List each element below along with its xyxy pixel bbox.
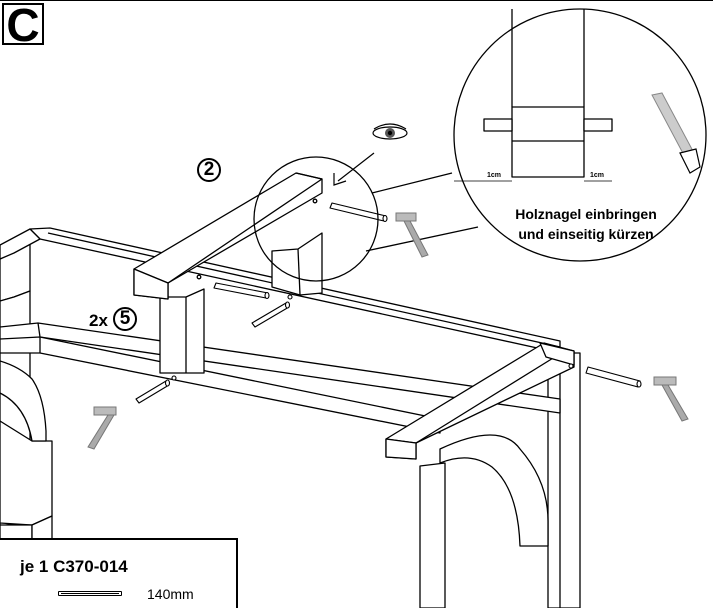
dowel-mid xyxy=(213,282,270,300)
back-right-post xyxy=(547,352,581,608)
hammer-icon xyxy=(395,212,429,258)
saw-icon xyxy=(651,92,701,174)
detail-offset-right: 1cm xyxy=(590,172,605,179)
part-callout-5: 5 xyxy=(113,307,137,331)
front-right-post-lower xyxy=(419,462,446,608)
view-arrow xyxy=(333,152,375,186)
joint-zoom-circle xyxy=(253,156,379,282)
detail-post xyxy=(483,9,613,178)
dowel-group xyxy=(135,202,642,404)
right-arch-bracket xyxy=(439,434,549,547)
part-callout-2: 2 xyxy=(197,158,221,182)
parts-list-box: je 1 C370-014 140mm xyxy=(0,538,238,608)
hammer-icon xyxy=(653,376,689,422)
upright-post-rear xyxy=(271,232,323,296)
dowel-lower xyxy=(135,375,177,404)
parts-list-title: je 1 C370-014 xyxy=(20,557,128,576)
front-left-arch-bracket xyxy=(0,360,47,442)
left-front-beam xyxy=(0,228,41,260)
dowel-right xyxy=(568,363,642,388)
detail-note-line-2: und einseitig kürzen xyxy=(518,226,654,242)
quantity-label: 2x xyxy=(89,311,108,330)
dowel-top-right xyxy=(329,202,388,223)
upright-post-5 xyxy=(159,288,205,374)
dowel-mid-2 xyxy=(251,294,293,328)
hammer-icon xyxy=(87,406,117,450)
detail-note-line-1: Holznagel einbringen xyxy=(515,206,657,222)
parts-list-length: 140mm xyxy=(147,586,194,602)
detail-offset-left: 1cm xyxy=(487,172,502,179)
eye-icon xyxy=(372,123,408,140)
dowel-icon xyxy=(58,591,122,596)
step-badge: C xyxy=(2,2,44,48)
